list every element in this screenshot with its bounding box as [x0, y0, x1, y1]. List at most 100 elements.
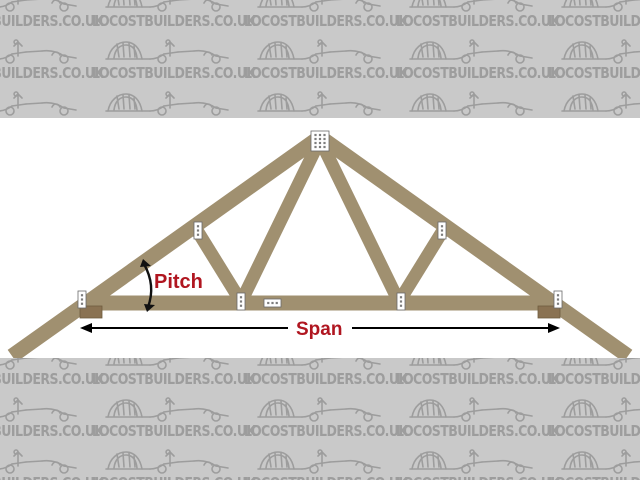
watermark-unit: LOCOSTBUILDERS.CO.UK — [546, 90, 640, 118]
watermark-unit: LOCOSTBUILDERS.CO.UK — [394, 396, 560, 448]
watermark-text: LOCOSTBUILDERS.CO.UK — [548, 12, 640, 30]
right-heel-plate-nail — [556, 302, 560, 305]
watermark-text: LOCOSTBUILDERS.CO.UK — [92, 474, 256, 480]
chord-splice-plate-nail — [275, 301, 278, 305]
watermark-text: LOCOSTBUILDERS.CO.UK — [0, 116, 104, 118]
truss-members — [7, 130, 633, 363]
kit-car-icon — [256, 0, 384, 12]
kit-car-icon — [104, 396, 232, 422]
kit-car-icon — [408, 90, 536, 116]
kit-car-icon — [0, 90, 80, 116]
right-chord-web-plate-nail — [399, 304, 403, 307]
watermark-unit: LOCOSTBUILDERS.CO.UK — [242, 396, 408, 448]
apex-plate-nail — [318, 133, 322, 137]
watermark-unit: LOCOSTBUILDERS.CO.UK — [394, 38, 560, 90]
watermark-text: LOCOSTBUILDERS.CO.UK — [0, 12, 104, 30]
right-rafter-web-plate-nail — [440, 233, 444, 236]
watermark-text: LOCOSTBUILDERS.CO.UK — [396, 474, 560, 480]
apex-plate-nail — [314, 133, 317, 137]
kit-car-icon — [560, 396, 640, 422]
apex-plate-nail — [318, 145, 322, 149]
watermark-text: LOCOSTBUILDERS.CO.UK — [548, 474, 640, 480]
watermark-unit: LOCOSTBUILDERS.CO.UK — [90, 448, 256, 480]
left-rafter-web-plate — [193, 221, 203, 240]
watermark-unit: LOCOSTBUILDERS.CO.UK — [0, 448, 104, 480]
kit-car-icon — [408, 396, 536, 422]
span-arrowhead-left — [80, 323, 92, 333]
watermark-unit: LOCOSTBUILDERS.CO.UK — [394, 0, 560, 38]
watermark-text: LOCOSTBUILDERS.CO.UK — [548, 64, 640, 82]
left-heel-plate-nail — [80, 298, 84, 301]
watermark-unit: LOCOSTBUILDERS.CO.UK — [90, 38, 256, 90]
apex-plate-nail — [323, 141, 326, 145]
watermark-unit: LOCOSTBUILDERS.CO.UK — [242, 38, 408, 90]
apex-plate-nail — [314, 141, 317, 145]
watermark-unit: LOCOSTBUILDERS.CO.UK — [242, 0, 408, 38]
kit-car-icon — [560, 90, 640, 116]
watermark-text: LOCOSTBUILDERS.CO.UK — [244, 116, 408, 118]
apex-plate-nail — [323, 137, 326, 141]
left-rafter-web-plate-nail — [196, 225, 200, 228]
kit-car-icon — [0, 0, 80, 12]
watermark-unit: LOCOSTBUILDERS.CO.UK — [0, 358, 104, 396]
left-rafter — [7, 130, 325, 363]
watermark-text: LOCOSTBUILDERS.CO.UK — [244, 64, 408, 82]
dimension-annotations — [80, 259, 560, 333]
watermark-text: LOCOSTBUILDERS.CO.UK — [0, 370, 104, 388]
kit-car-icon — [408, 38, 536, 64]
kit-car-icon — [104, 38, 232, 64]
watermark-text: LOCOSTBUILDERS.CO.UK — [396, 64, 560, 82]
watermark-unit: LOCOSTBUILDERS.CO.UK — [0, 396, 104, 448]
watermark-row: LOCOSTBUILDERS.CO.UKLOCOSTBUILDERS.CO.UK… — [0, 448, 640, 480]
right-chord-web-plate — [396, 292, 406, 311]
kit-car-icon — [104, 448, 232, 474]
left-heel-plate — [77, 290, 87, 309]
watermark-unit: LOCOSTBUILDERS.CO.UK — [0, 0, 104, 38]
right-rafter-web-plate-nail — [440, 229, 444, 232]
right-outer-web — [394, 228, 448, 304]
watermark-unit: LOCOSTBUILDERS.CO.UK — [394, 448, 560, 480]
watermark-text: LOCOSTBUILDERS.CO.UK — [0, 474, 104, 480]
watermark-text: LOCOSTBUILDERS.CO.UK — [548, 422, 640, 440]
watermark-unit: LOCOSTBUILDERS.CO.UK — [546, 38, 640, 90]
watermark-text: LOCOSTBUILDERS.CO.UK — [0, 64, 104, 82]
watermark-text: LOCOSTBUILDERS.CO.UK — [244, 12, 408, 30]
watermark-unit: LOCOSTBUILDERS.CO.UK — [546, 358, 640, 396]
chord-splice-plate — [263, 298, 282, 308]
left-chord-web-plate — [236, 292, 246, 311]
left-chord-web-plate-nail — [239, 296, 243, 299]
apex-plate-nail — [323, 145, 326, 149]
left-bearing — [79, 305, 103, 319]
kit-car-icon — [560, 358, 640, 370]
watermark-band-bottom: LOCOSTBUILDERS.CO.UKLOCOSTBUILDERS.CO.UK… — [0, 358, 640, 480]
watermark-unit: LOCOSTBUILDERS.CO.UK — [242, 358, 408, 396]
kit-car-icon — [104, 90, 232, 116]
kit-car-icon — [408, 0, 536, 12]
apex-plate — [310, 130, 330, 152]
right-bearing — [537, 305, 561, 319]
span-arrowhead-right — [548, 323, 560, 333]
watermark-unit: LOCOSTBUILDERS.CO.UK — [546, 0, 640, 38]
left-chord-web-plate-nail — [239, 304, 243, 307]
kit-car-icon — [256, 38, 384, 64]
watermark-text: LOCOSTBUILDERS.CO.UK — [92, 422, 256, 440]
watermark-text: LOCOSTBUILDERS.CO.UK — [0, 422, 104, 440]
connector-plates — [77, 130, 563, 311]
right-rafter — [315, 130, 633, 363]
watermark-unit: LOCOSTBUILDERS.CO.UK — [394, 358, 560, 396]
kit-car-icon — [408, 358, 536, 370]
watermark-unit: LOCOSTBUILDERS.CO.UK — [546, 396, 640, 448]
left-rafter-web-plate-nail — [196, 229, 200, 232]
watermark-band-top: LOCOSTBUILDERS.CO.UKLOCOSTBUILDERS.CO.UK… — [0, 0, 640, 118]
apex-plate-nail — [314, 137, 317, 141]
watermark-row: LOCOSTBUILDERS.CO.UKLOCOSTBUILDERS.CO.UK… — [0, 38, 640, 90]
span-label: Span — [296, 319, 343, 340]
left-rafter-web-plate-nail — [196, 233, 200, 236]
left-heel-plate-nail — [80, 294, 84, 297]
apex-plate-nail — [314, 145, 317, 149]
left-inner-web — [236, 145, 322, 303]
right-heel-plate — [553, 290, 563, 309]
watermark-unit: LOCOSTBUILDERS.CO.UK — [242, 90, 408, 118]
